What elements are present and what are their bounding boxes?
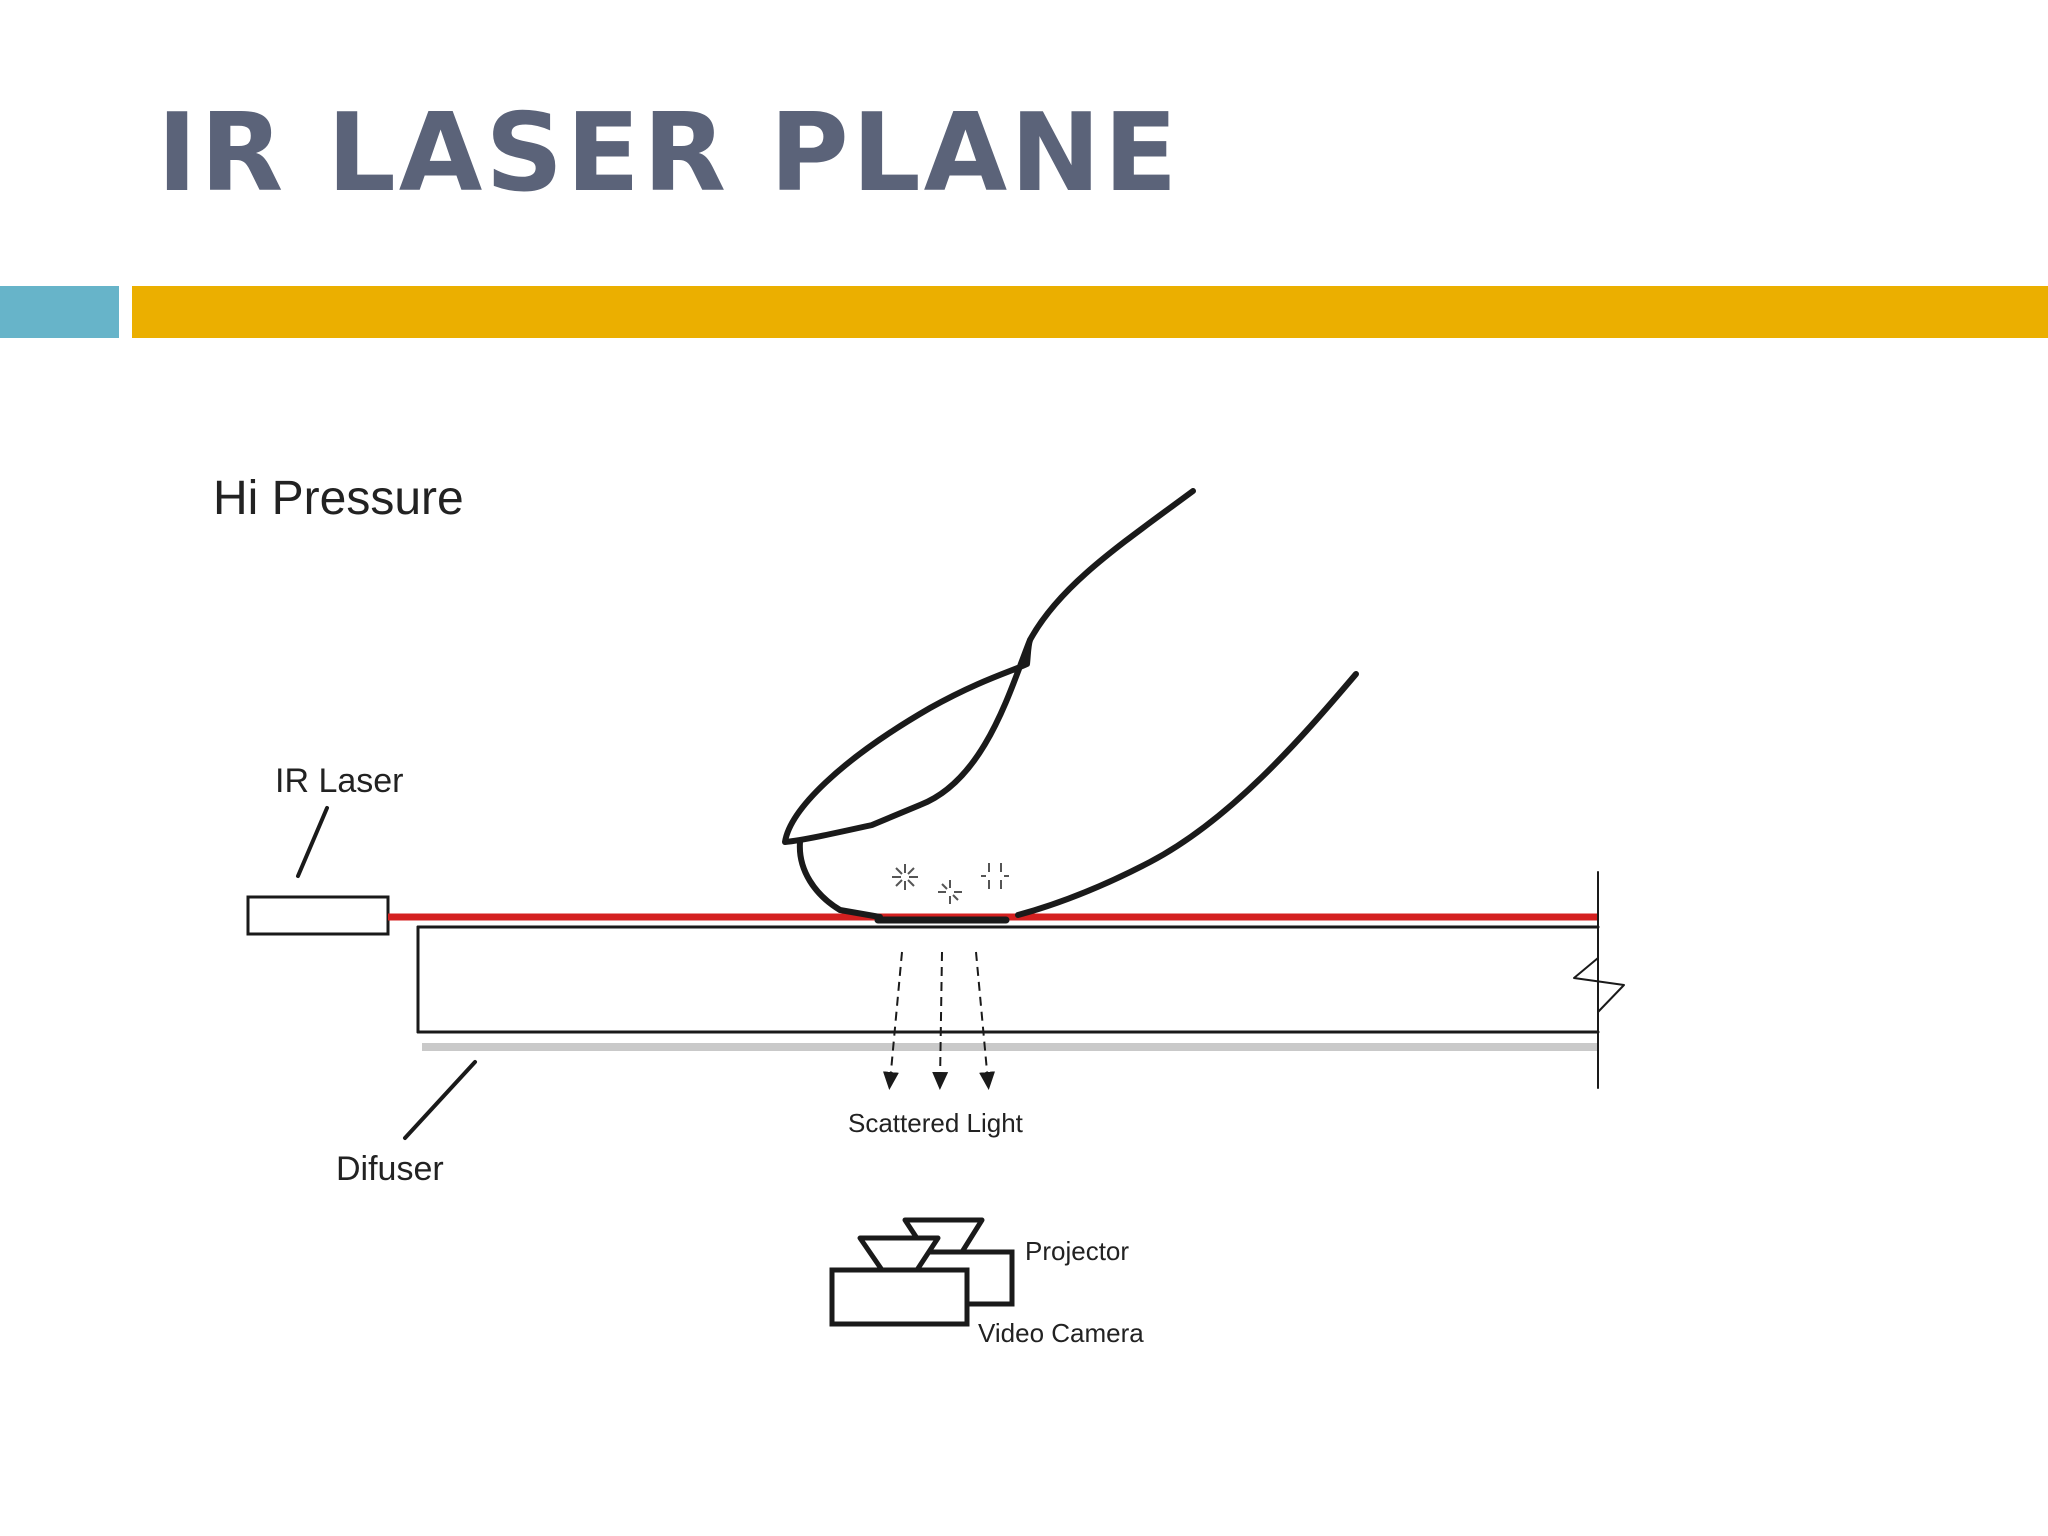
projector-label: Projector [1025,1236,1129,1266]
video-camera-icon [829,1235,970,1327]
ir-laser-emitter [246,895,390,936]
panel-break-symbol [1573,944,1625,1013]
accent-bar-left [0,286,119,338]
accent-bar-main [132,286,2048,338]
ir-laser-leader [296,806,329,878]
scattered-light-label: Scattered Light [848,1108,1024,1138]
scatter-sparkles [892,863,1009,904]
video-camera-label: Video Camera [978,1318,1144,1348]
finger-icon [782,488,1359,924]
ir-laser-label: IR Laser [275,762,404,800]
difuser-leader [403,1060,477,1140]
scattered-light-rays [882,951,996,1090]
diagram-heading: Hi Pressure [213,472,464,525]
difuser-label: Difuser [336,1150,444,1188]
slide-title: IR LASER PLANE [157,91,1181,216]
